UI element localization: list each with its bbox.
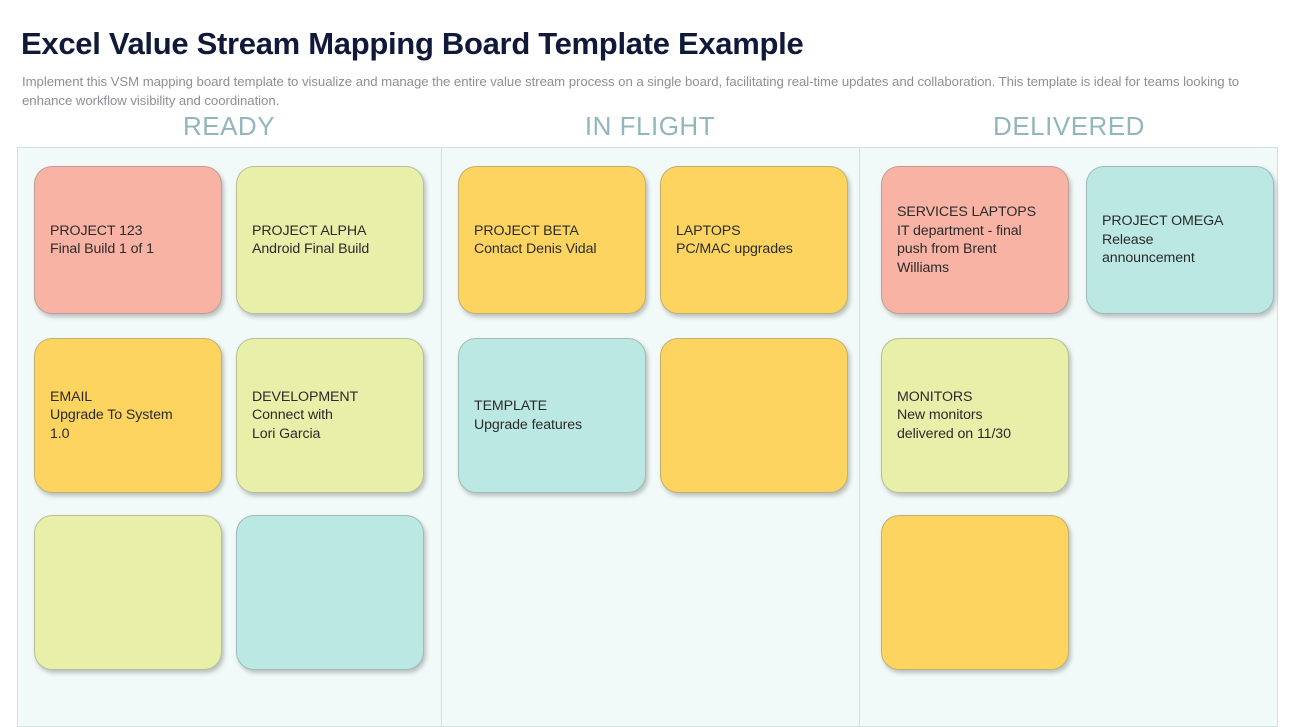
- column-header-in-flight: IN FLIGHT: [584, 111, 716, 141]
- sticky-card-text: PROJECT BETA Contact Denis Vidal: [474, 222, 597, 258]
- sticky-card[interactable]: PROJECT OMEGA Release announcement: [1086, 166, 1274, 314]
- column-header-row: READY IN FLIGHT DELIVERED: [17, 111, 1279, 147]
- sticky-card[interactable]: LAPTOPS PC/MAC upgrades: [660, 166, 848, 314]
- sticky-card-text: LAPTOPS PC/MAC upgrades: [676, 222, 793, 258]
- column-divider-2: [859, 148, 860, 726]
- sticky-card[interactable]: PROJECT ALPHA Android Final Build: [236, 166, 424, 314]
- sticky-card-text: TEMPLATE Upgrade features: [474, 398, 583, 433]
- column-header-ready: READY: [182, 111, 276, 141]
- sticky-card-text: MONITORS New monitors delivered on 11/30: [897, 388, 1011, 442]
- board-column-in-flight[interactable]: PROJECT BETA Contact Denis Vidal LAPTOPS …: [442, 148, 859, 726]
- sticky-card-text: PROJECT ALPHA Android Final Build: [252, 222, 370, 258]
- board-column-ready[interactable]: PROJECT 123 Final Build 1 of 1 PROJECT AL…: [18, 148, 441, 726]
- column-header-delivered: DELIVERED: [993, 111, 1145, 141]
- sticky-card[interactable]: SERVICES LAPTOPS IT department - final p…: [881, 166, 1069, 314]
- sticky-card[interactable]: EMAIL Upgrade To System 1.0: [34, 338, 222, 493]
- column-divider-1: [441, 148, 442, 726]
- sticky-card[interactable]: TEMPLATE Upgrade features: [458, 338, 646, 493]
- board-column-delivered[interactable]: SERVICES LAPTOPS IT department - final p…: [860, 148, 1279, 726]
- sticky-card-text: PROJECT 123 Final Build 1 of 1: [50, 222, 154, 258]
- sticky-card[interactable]: [34, 515, 222, 670]
- vsm-board: PROJECT 123 Final Build 1 of 1 PROJECT AL…: [17, 147, 1278, 727]
- sticky-card-text: SERVICES LAPTOPS IT department - final p…: [897, 204, 1037, 276]
- sticky-card[interactable]: [236, 515, 424, 670]
- sticky-card[interactable]: PROJECT BETA Contact Denis Vidal: [458, 166, 646, 314]
- page-title: Excel Value Stream Mapping Board Templat…: [21, 25, 804, 61]
- sticky-card-text: PROJECT OMEGA Release announcement: [1102, 213, 1224, 267]
- sticky-card[interactable]: DEVELOPMENT Connect with Lori Garcia: [236, 338, 424, 493]
- sticky-card[interactable]: [660, 338, 848, 493]
- sticky-card[interactable]: [881, 515, 1069, 670]
- sticky-card[interactable]: PROJECT 123 Final Build 1 of 1: [34, 166, 222, 314]
- sticky-card-text: EMAIL Upgrade To System 1.0: [50, 388, 173, 442]
- page-subtitle: Implement this VSM mapping board templat…: [22, 74, 1240, 109]
- sticky-card-text: DEVELOPMENT Connect with Lori Garcia: [252, 388, 359, 442]
- sticky-card[interactable]: MONITORS New monitors delivered on 11/30: [881, 338, 1069, 493]
